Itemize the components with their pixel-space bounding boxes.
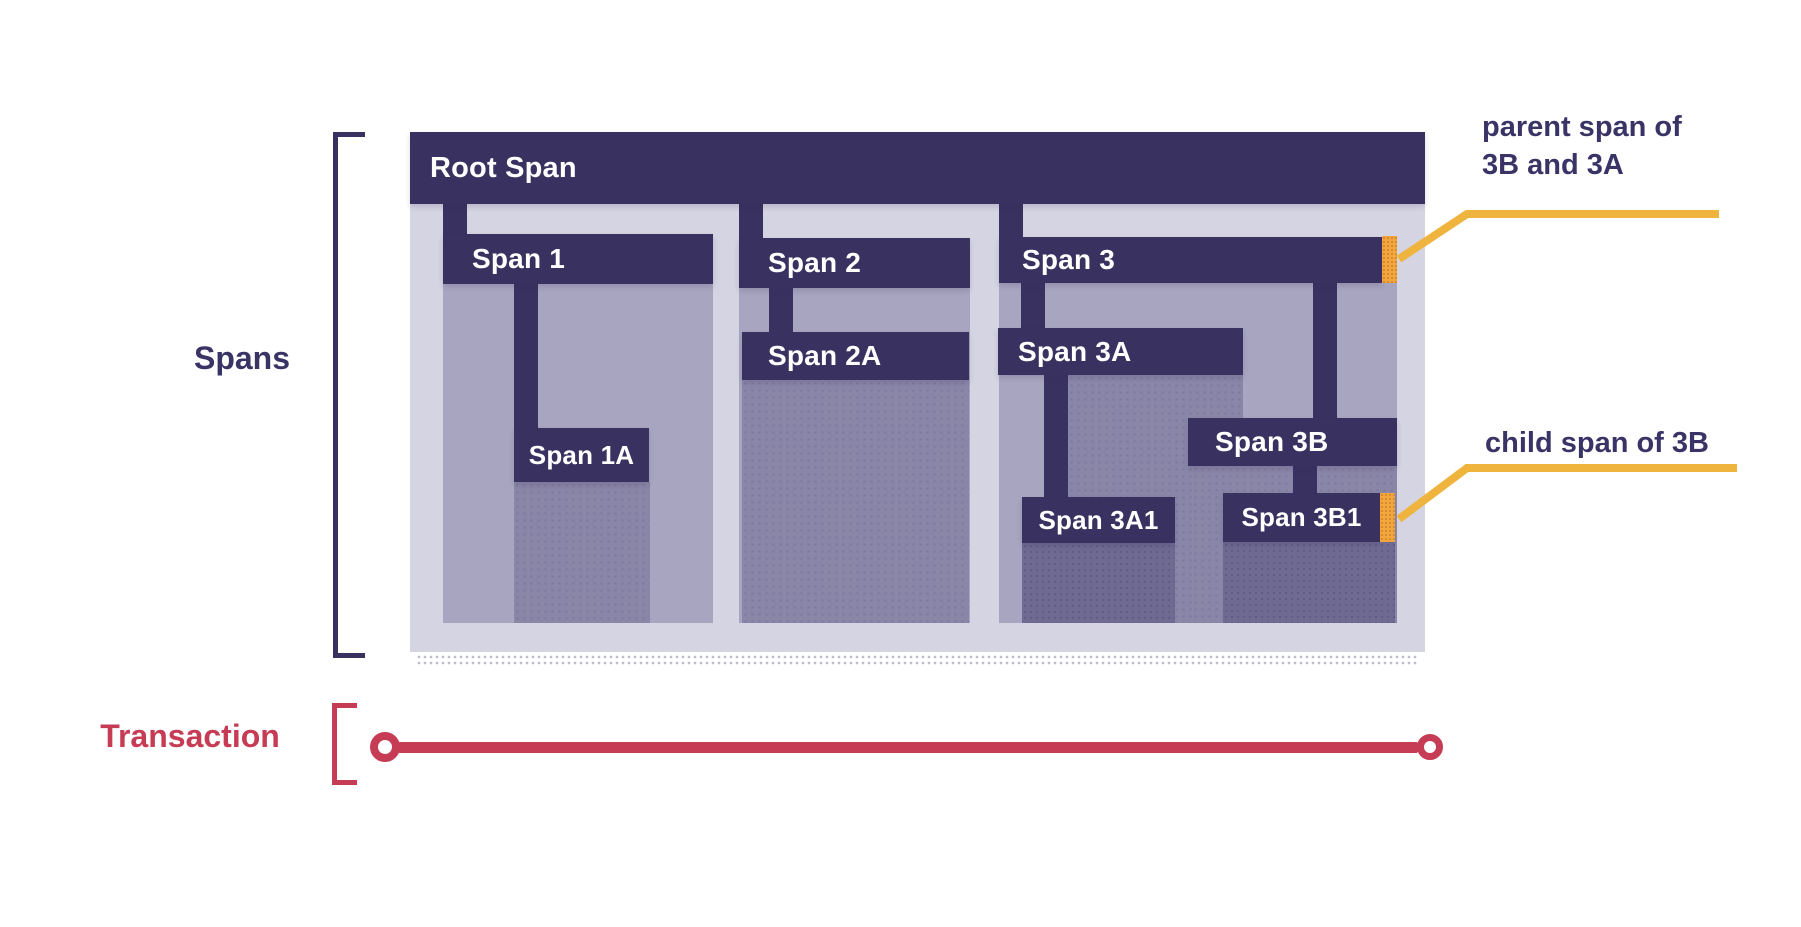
connector-span3b-span3b1	[1293, 466, 1317, 495]
span3a-bar: Span 3A	[998, 328, 1243, 375]
child-annotation-text: child span of 3B	[1485, 427, 1709, 459]
span2-label: Span 2	[768, 247, 862, 278]
span3b1-children-area	[1223, 542, 1395, 623]
connector-span3-span3a	[1021, 283, 1045, 332]
span1-bar: Span 1	[443, 234, 713, 284]
span1a-bar: Span 1A	[514, 428, 649, 482]
span1a-label: Span 1A	[528, 439, 635, 470]
span1a-children-area	[514, 482, 650, 623]
span3b1-bar: Span 3B1	[1223, 493, 1380, 542]
span3b1-label: Span 3B1	[1241, 502, 1362, 532]
transaction-end-point	[1417, 734, 1443, 760]
span3b-label: Span 3B	[1215, 426, 1329, 457]
transaction-bracket	[332, 703, 357, 785]
parent-annotation-line1: parent span of	[1482, 111, 1682, 143]
connector-span2-span2a	[769, 288, 793, 336]
connector-root-span1	[443, 200, 467, 240]
root-span-label: Root Span	[430, 151, 577, 184]
connector-root-span2	[739, 200, 763, 244]
span3a1-label: Span 3A1	[1038, 504, 1159, 535]
parent-annotation-line2: 3B and 3A	[1482, 149, 1624, 181]
span3a-label: Span 3A	[1018, 335, 1132, 367]
span3-parent-marker	[1382, 236, 1397, 283]
container-shadow	[416, 654, 1418, 666]
parent-annotation-line	[1396, 210, 1719, 263]
span3a1-children-area	[1022, 543, 1175, 623]
span3-label: Span 3	[1022, 244, 1116, 275]
spans-bracket	[333, 132, 365, 658]
root-span-bar: Root Span	[410, 132, 1425, 204]
span1-label: Span 1	[472, 243, 566, 274]
connector-span3a-span3a1	[1044, 375, 1068, 499]
spans-label: Spans	[193, 340, 291, 376]
span2a-children-area	[742, 380, 969, 623]
span3b-bar: Span 3B	[1188, 418, 1397, 466]
span3b1-child-marker	[1380, 493, 1395, 542]
transaction-start-point	[370, 732, 400, 762]
span2a-bar: Span 2A	[742, 332, 969, 380]
connector-span1-span1a	[514, 284, 538, 432]
span2-bar: Span 2	[739, 238, 970, 288]
parent-annotation-text: parent span of 3B and 3A	[1482, 108, 1682, 184]
child-annotation-line	[1396, 464, 1737, 523]
span2a-label: Span 2A	[768, 340, 882, 371]
span3-bar: Span 3	[999, 237, 1382, 283]
transaction-label: Transaction	[100, 718, 280, 754]
transaction-timeline	[398, 742, 1418, 753]
connector-root-span3	[999, 200, 1023, 242]
span3a1-bar: Span 3A1	[1022, 497, 1175, 543]
connector-span3-span3b	[1313, 283, 1337, 420]
